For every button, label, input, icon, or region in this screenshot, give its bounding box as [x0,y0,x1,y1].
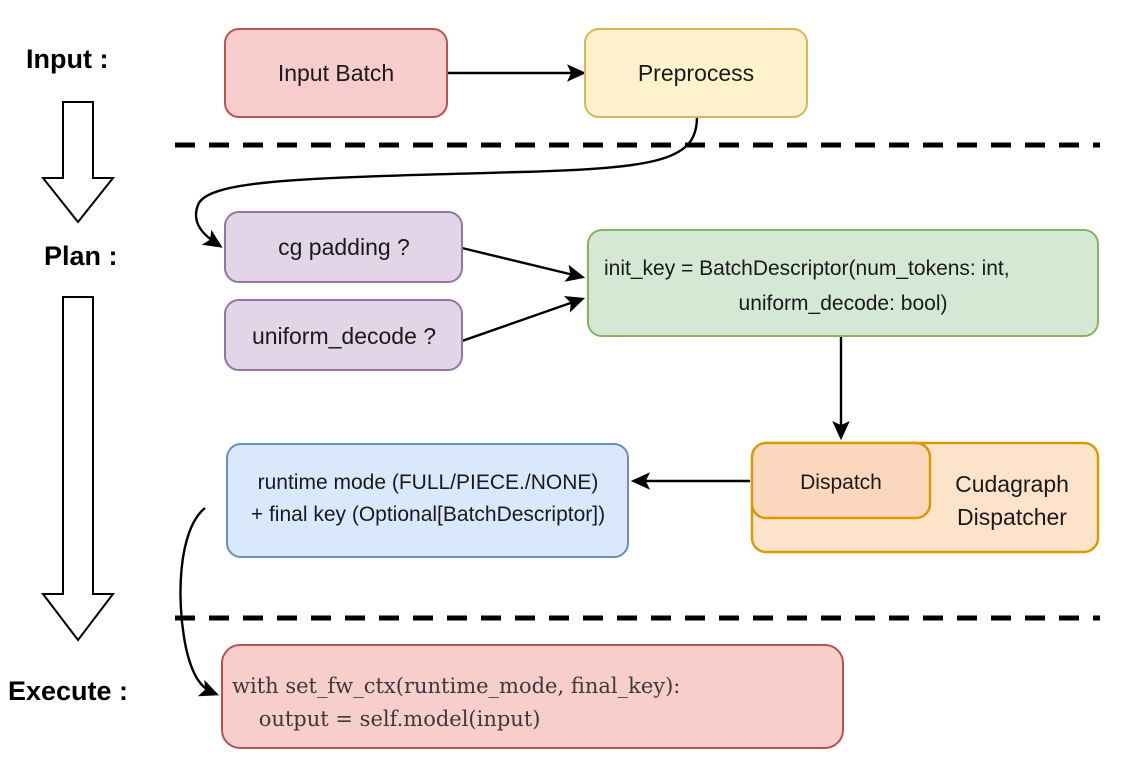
node-uniform-decode-label: uniform_decode ? [252,323,436,349]
node-runtime-mode-line1: runtime mode (FULL/PIECE./NONE) [258,471,599,494]
plan-to-execute-arrow [40,296,116,642]
node-runtime-mode-shape [226,443,629,558]
node-init-key-shape [587,229,1099,337]
input-to-plan-arrow [40,101,116,224]
node-input-batch-shape [224,28,448,118]
edge-uniformdecode-to-initkey [461,295,586,343]
node-uniform-decode[interactable]: uniform_decode ? [224,299,463,371]
node-init-key-line2: uniform_decode: bool) [739,292,948,315]
node-preprocess-label: Preprocess [638,60,754,86]
stage-label-execute: Execute : [8,676,128,706]
node-input-batch-label: Input Batch [278,60,394,86]
node-init-key[interactable]: init_key = BatchDescriptor(num_tokens: i… [587,229,1099,337]
node-preprocess[interactable]: Preprocess [584,28,808,118]
node-cg-padding-label: cg padding ? [278,234,410,260]
node-runtime-mode-line2: + final key (Optional[BatchDescriptor]) [251,503,605,526]
node-input-batch[interactable]: Input Batch [224,28,448,118]
node-cudagraph-dispatcher-line2: Dispatcher [957,504,1067,530]
node-dispatch-shape [750,441,932,520]
stage-label-input: Input : [26,44,108,74]
edge-preprocess-to-cgpadding [194,116,699,248]
node-execute-code-line2: output = self.model(input) [232,707,540,731]
node-execute-code-line1: with set_fw_ctx(runtime_mode, final_key)… [232,674,680,698]
node-init-key-line1: init_key = BatchDescriptor(num_tokens: i… [604,257,1010,280]
node-runtime-mode[interactable]: runtime mode (FULL/PIECE./NONE) + final … [226,443,629,558]
edge-runtimemode-to-code [179,507,219,697]
node-preprocess-shape [584,28,808,118]
node-cudagraph-dispatcher-line1: Cudagraph [955,471,1069,497]
node-execute-code[interactable]: with set_fw_ctx(runtime_mode, final_key)… [221,644,844,749]
node-cg-padding-shape [224,211,463,283]
edge-cgpadding-to-initkey [461,246,586,282]
node-uniform-decode-shape [224,299,463,371]
node-dispatch-label: Dispatch [800,471,882,494]
stage-label-plan: Plan : [44,241,118,271]
node-dispatch[interactable]: Dispatch [750,441,932,520]
node-cg-padding[interactable]: cg padding ? [224,211,463,283]
node-execute-code-shape [221,644,844,749]
